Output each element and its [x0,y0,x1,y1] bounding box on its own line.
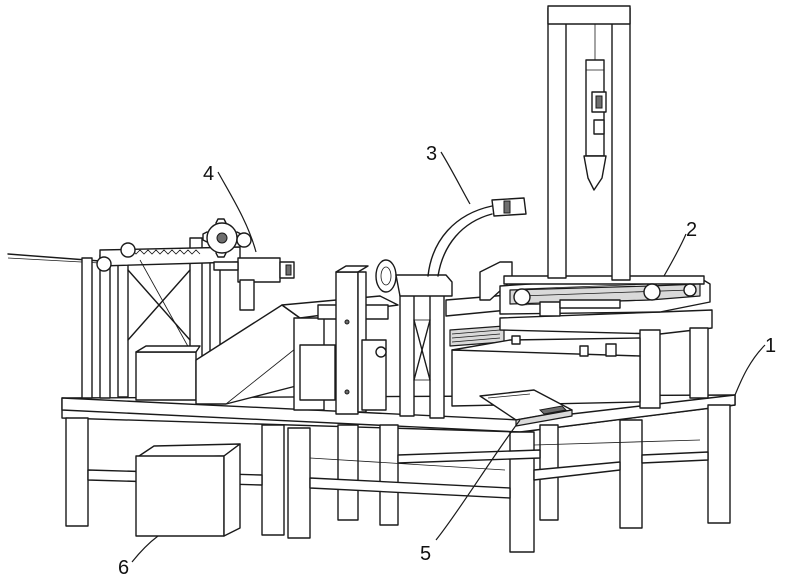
leader-lines [131,151,766,563]
label-2: 2 [686,219,697,241]
leg-rear-2 [379,424,399,526]
box-front [135,455,225,537]
feed-motor [237,257,281,283]
leg-front-center [287,427,311,539]
leg-right-mid [619,419,643,529]
label-6: 6 [118,557,129,579]
label-3: 3 [426,143,437,165]
right-platform [451,275,713,409]
label-5: 5 [420,543,431,565]
press-head [583,155,607,191]
feeder-post-2 [99,254,111,399]
stretcher-right [533,461,621,481]
feeder-post-1 [81,257,93,399]
feeder-post-3 [117,256,129,398]
leader-2 [663,233,687,277]
leader-1 [734,344,766,396]
leg-front-mid [261,424,285,536]
stretcher-mid [397,449,541,464]
base-frame [61,394,736,553]
stretcher-back [641,451,709,464]
leg-rear-1 [337,424,359,521]
vertical-column [547,5,631,281]
leg-front-left [65,417,89,527]
stretcher-front [309,477,511,499]
leg-right-back [707,404,731,524]
left-feeder [7,218,295,399]
cutter-assembly [335,197,527,419]
leader-3 [440,151,471,205]
collection-bin [135,351,197,401]
label-4: 4 [203,163,214,185]
label-1: 1 [765,335,776,357]
leader-4 [217,171,257,253]
air-hose [427,205,493,277]
leader-6 [131,535,159,563]
tower-post-right [399,287,415,417]
column-left-post [547,7,567,279]
column-top-cap [547,5,631,25]
control-panel [479,389,573,427]
collection-box [135,443,241,537]
cutting-disc [375,259,397,293]
leader-5 [435,419,521,541]
roller-2 [120,242,136,258]
roller-1 [96,256,112,272]
box-side [223,443,241,537]
column-right-post [611,7,631,281]
